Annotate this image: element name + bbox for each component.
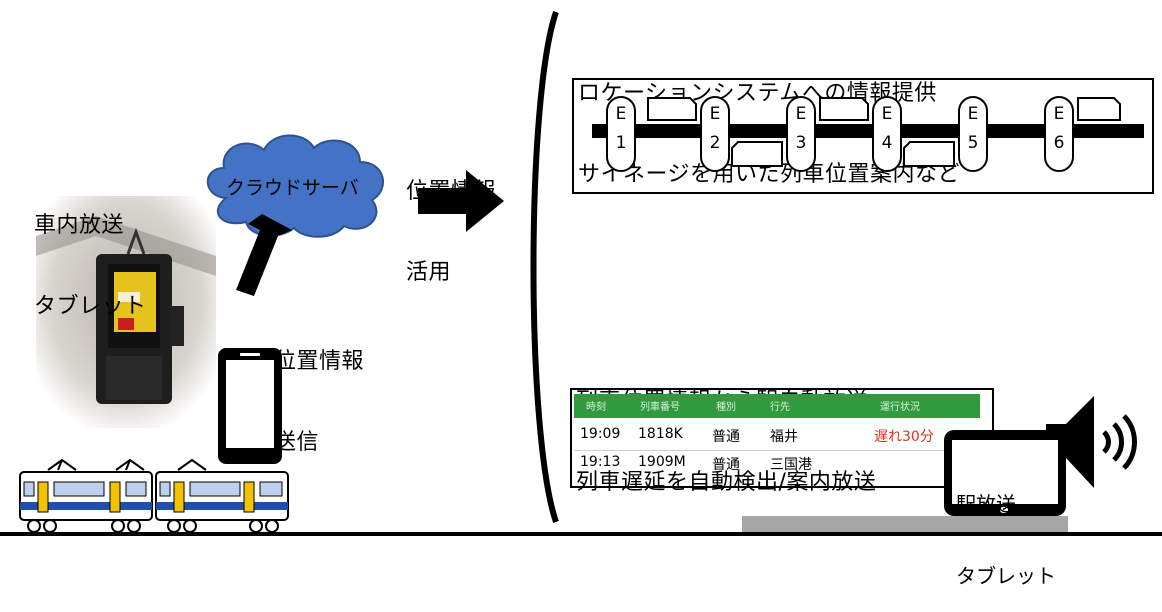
header-train: 列車番号	[640, 402, 680, 413]
send-arrow-icon	[218, 210, 292, 296]
station-tablet-home-button	[1000, 507, 1008, 513]
station-number: 4	[881, 133, 893, 153]
station-marker-e1: E 1	[606, 96, 636, 172]
station-number: 2	[709, 133, 721, 153]
station-marker-e4: E 4	[872, 96, 902, 172]
board-row: 19:09 1818K 普通 福井 遅れ30分	[574, 420, 980, 451]
station-tablet-label-line1: 駅放送	[956, 492, 1016, 516]
in-car-tablet-label-line2: タブレット	[34, 294, 147, 319]
station-marker-e5: E 5	[958, 96, 988, 172]
row-train: 1909M	[638, 454, 686, 470]
send-label-line2: 送信	[274, 430, 320, 455]
grouping-bracket	[522, 10, 562, 524]
station-letter: E	[795, 104, 807, 124]
station-broadcast-title-line2: 列車遅延を自動検出/案内放送	[576, 470, 877, 495]
row-time: 19:13	[580, 454, 621, 470]
train-position-panel	[572, 78, 1154, 194]
station-number: 6	[1053, 133, 1065, 153]
row-type: 普通	[712, 457, 740, 473]
station-letter: E	[709, 104, 721, 124]
send-label: 位置情報 送信	[274, 294, 364, 483]
row-status: 遅れ30分	[874, 429, 934, 445]
station-marker-e6: E 6	[1044, 96, 1074, 172]
in-car-tablet-photo	[36, 196, 216, 428]
ground-line	[0, 532, 1162, 536]
board-header: 時刻 列車番号 種別 行先 運行状況	[574, 394, 980, 418]
row-time: 19:09	[580, 426, 621, 442]
station-number: 1	[615, 133, 627, 153]
station-tablet-icon	[944, 430, 1066, 516]
station-letter: E	[881, 104, 893, 124]
track-diagram	[592, 97, 1144, 167]
train-illustration	[18, 458, 290, 536]
station-letter: E	[615, 104, 627, 124]
utilize-arrow-icon	[418, 170, 504, 232]
header-dest: 行先	[770, 402, 790, 413]
in-car-tablet-label: 車内放送 タブレット	[34, 158, 147, 347]
header-time: 時刻	[586, 402, 606, 413]
board-row: 19:13 1909M 普通 三国港	[574, 448, 980, 478]
departure-board: 時刻 列車番号 種別 行先 運行状況 19:09 1818K 普通 福井 遅れ3…	[574, 394, 980, 482]
station-number: 3	[795, 133, 807, 153]
station-number: 5	[967, 133, 979, 153]
row-dest: 福井	[770, 429, 798, 445]
station-letter: E	[1053, 104, 1065, 124]
row-type: 普通	[712, 429, 740, 445]
utilize-label-line2: 活用	[406, 260, 452, 285]
station-marker-e3: E 3	[786, 96, 816, 172]
row-dest: 三国港	[770, 457, 812, 473]
cloud-server-label: クラウドサーバ	[226, 177, 359, 199]
row-train: 1818K	[638, 426, 683, 442]
header-status: 運行状況	[880, 402, 920, 413]
station-marker-e2: E 2	[700, 96, 730, 172]
send-label-line1: 位置情報	[274, 349, 365, 374]
station-tablet-screen	[952, 440, 1058, 504]
smartphone-icon	[216, 346, 284, 466]
platform	[742, 516, 1068, 532]
header-type: 種別	[716, 402, 736, 413]
station-tablet-label-line2: タブレット	[956, 564, 1056, 588]
station-letter: E	[967, 104, 979, 124]
in-car-tablet-label-line1: 車内放送	[34, 213, 125, 238]
station-tablet-label: 駅放送 タブレット	[956, 444, 1056, 612]
